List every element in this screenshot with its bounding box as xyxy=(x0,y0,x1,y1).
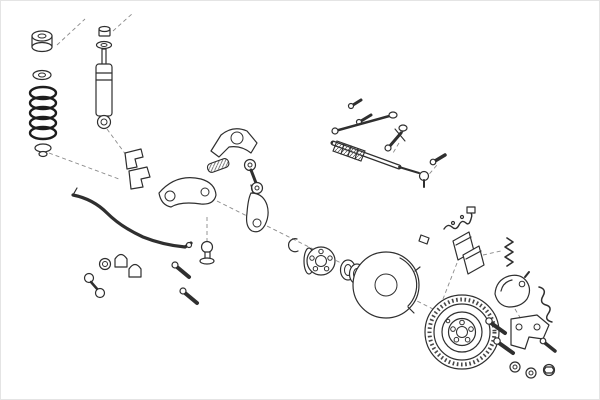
pad-retaining-spring xyxy=(504,237,514,267)
shock-absorber xyxy=(95,48,113,130)
stabilizer-bushing xyxy=(98,257,112,271)
assembly-guide-lines xyxy=(48,12,522,346)
brake-pad-inner xyxy=(462,245,485,275)
shock-washer xyxy=(95,40,113,50)
guide-pin-b xyxy=(493,337,515,355)
stabilizer-clamp-a xyxy=(114,253,128,268)
wheel-hub xyxy=(303,246,336,276)
rack-bolt-a xyxy=(347,98,363,110)
cable-clip xyxy=(418,234,430,245)
bolt-b xyxy=(179,287,199,305)
bolt-a xyxy=(171,261,191,279)
upper-spring-washer xyxy=(32,69,52,81)
lower-control-arm xyxy=(158,177,217,208)
stabilizer-clamp-b xyxy=(128,263,142,278)
steering-rack-boot xyxy=(332,140,366,162)
retaining-ring xyxy=(287,238,299,253)
tie-rod xyxy=(331,111,398,135)
brake-caliper xyxy=(494,271,531,308)
brake-disc xyxy=(424,294,500,370)
mounting-bracket-b xyxy=(128,166,151,190)
splash-shield xyxy=(352,251,421,319)
shock-top-nut xyxy=(98,25,111,37)
lower-spring-washer xyxy=(34,143,52,158)
guide-bushing-b xyxy=(525,367,537,379)
hub-nut xyxy=(542,363,556,377)
upper-arm-bracket xyxy=(210,128,258,158)
stabilizer-bar xyxy=(71,187,193,249)
steering-knuckle xyxy=(245,184,269,233)
drop-link xyxy=(243,158,264,195)
strut-mount xyxy=(31,30,53,53)
arm-bushing-sleeve xyxy=(206,158,230,173)
steering-coupling xyxy=(384,124,408,152)
abs-sensor-cable xyxy=(443,206,476,230)
caliper-bracket xyxy=(510,314,550,350)
caliper-spring-clip xyxy=(538,286,553,323)
bolt-c xyxy=(429,153,447,166)
bolt-d xyxy=(539,337,557,353)
guide-bushing-a xyxy=(509,361,521,373)
coil-spring xyxy=(28,85,58,141)
ball-joint xyxy=(199,240,215,265)
tie-rod-end xyxy=(418,170,430,188)
mounting-bracket-a xyxy=(124,148,144,170)
guide-pin-a xyxy=(485,317,507,335)
stabilizer-end-link xyxy=(83,272,106,299)
